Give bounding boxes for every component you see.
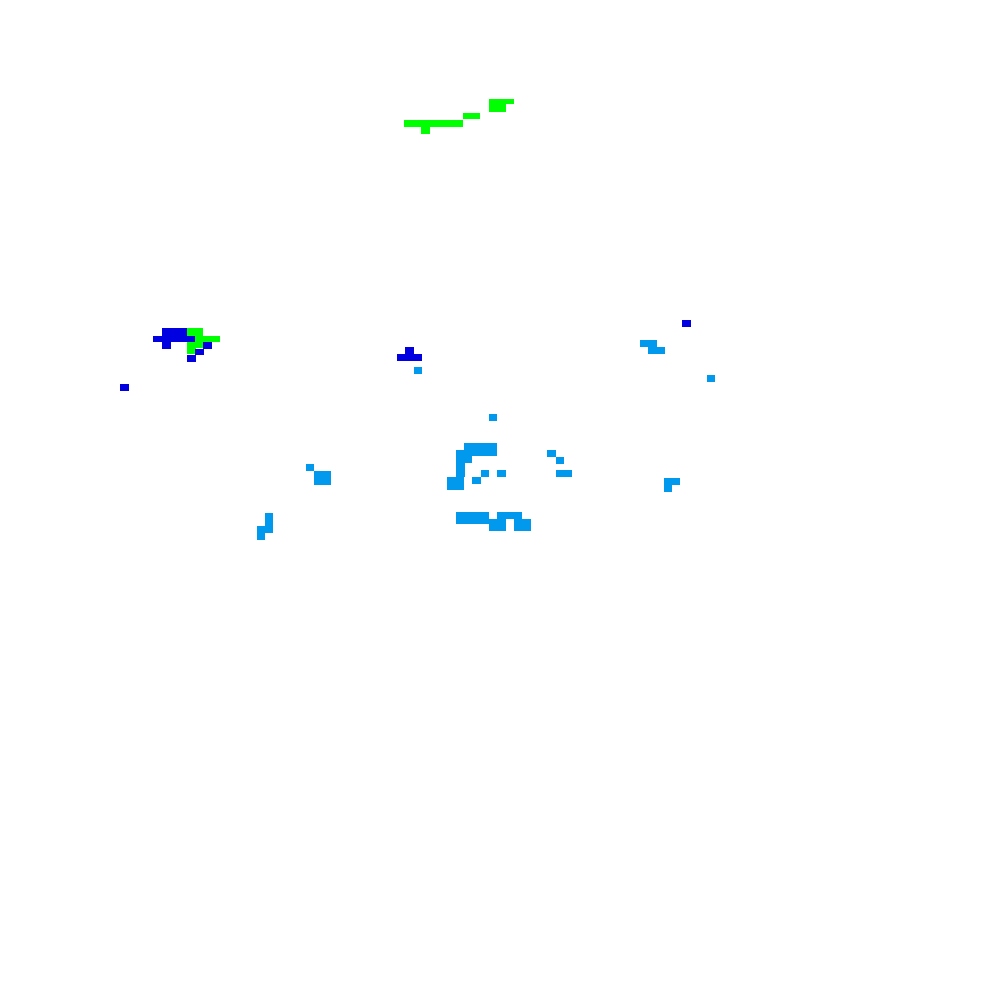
light-blue-pixel <box>472 477 481 484</box>
light-blue-pixel <box>481 470 489 477</box>
green-pixel <box>187 348 196 354</box>
light-blue-pixel <box>464 443 497 456</box>
blue-pixel <box>162 342 171 349</box>
green-pixel <box>187 342 203 348</box>
light-blue-pixel <box>447 477 464 490</box>
light-blue-pixel <box>640 340 657 347</box>
right-cluster <box>640 320 715 492</box>
light-blue-pixel <box>648 347 665 354</box>
light-blue-pixel <box>456 463 465 477</box>
light-blue-pixel <box>707 375 715 382</box>
green-pixel <box>404 120 463 127</box>
blue-pixel <box>203 342 212 349</box>
light-blue-pixel <box>265 513 273 526</box>
blue-pixel <box>682 320 691 327</box>
blue-pixel <box>120 384 129 391</box>
light-blue-pixel <box>514 519 531 531</box>
blue-pixel <box>162 328 187 336</box>
center-left-cluster <box>397 347 422 374</box>
green-pixel <box>489 99 514 104</box>
blue-pixel <box>195 349 204 355</box>
light-blue-pixel <box>664 478 680 485</box>
green-pixel <box>489 104 506 112</box>
center-cluster <box>447 414 572 531</box>
left-cluster <box>120 328 220 391</box>
green-pixel <box>463 113 480 119</box>
light-blue-pixel <box>414 367 422 374</box>
light-blue-pixel <box>489 519 506 531</box>
light-blue-pixel <box>314 471 331 485</box>
green-pixel <box>187 328 203 336</box>
blue-pixel <box>187 355 196 362</box>
light-blue-pixel <box>257 526 273 533</box>
light-blue-pixel <box>547 450 556 457</box>
light-blue-pixel <box>497 512 522 519</box>
light-blue-pixel <box>489 414 497 421</box>
light-blue-pixel <box>306 464 314 471</box>
lower-left-cluster <box>257 464 331 540</box>
green-pixel <box>195 336 220 342</box>
blue-pixel <box>405 347 414 354</box>
light-blue-pixel <box>556 457 564 464</box>
light-blue-pixel <box>257 533 265 540</box>
light-blue-pixel <box>664 485 672 492</box>
light-blue-pixel <box>456 512 489 524</box>
green-pixel <box>421 127 430 134</box>
light-blue-pixel <box>556 470 572 477</box>
blue-pixel <box>153 336 195 342</box>
green-cluster-top <box>404 99 514 134</box>
light-blue-pixel <box>456 450 472 463</box>
light-blue-pixel <box>497 470 506 477</box>
blue-pixel <box>397 354 422 361</box>
